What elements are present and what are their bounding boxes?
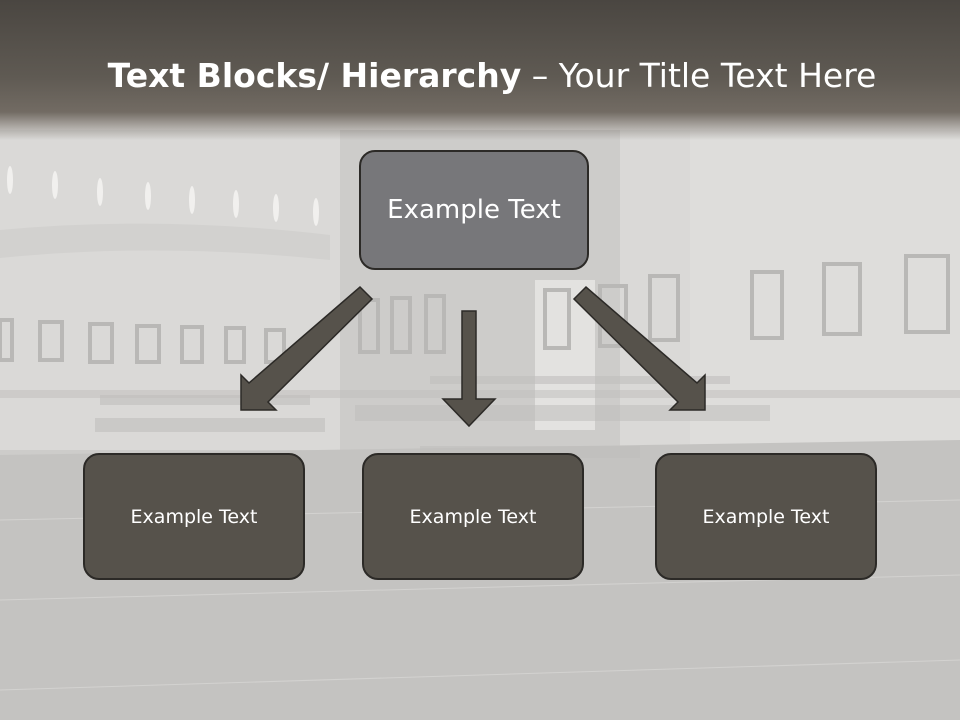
arrow-down-icon <box>441 310 497 428</box>
top-text-block-label: Example Text <box>387 195 561 225</box>
title-subtitle: Your Title Text Here <box>558 56 877 95</box>
child-text-block-right: Example Text <box>655 453 877 580</box>
page-title: Text Blocks/ Hierarchy – Your Title Text… <box>0 52 960 100</box>
top-text-block: Example Text <box>359 150 589 270</box>
child-text-block-left: Example Text <box>83 453 305 580</box>
child-text-block-middle: Example Text <box>362 453 584 580</box>
arrow-down-left-icon <box>240 285 374 411</box>
header-band <box>0 0 960 140</box>
child-text-block-label: Example Text <box>702 505 830 528</box>
child-text-block-label: Example Text <box>409 505 537 528</box>
child-text-block-label: Example Text <box>130 505 258 528</box>
title-bold: Text Blocks/ Hierarchy <box>107 56 522 95</box>
arrow-down-right-icon <box>572 285 706 411</box>
title-separator: – <box>521 56 559 95</box>
